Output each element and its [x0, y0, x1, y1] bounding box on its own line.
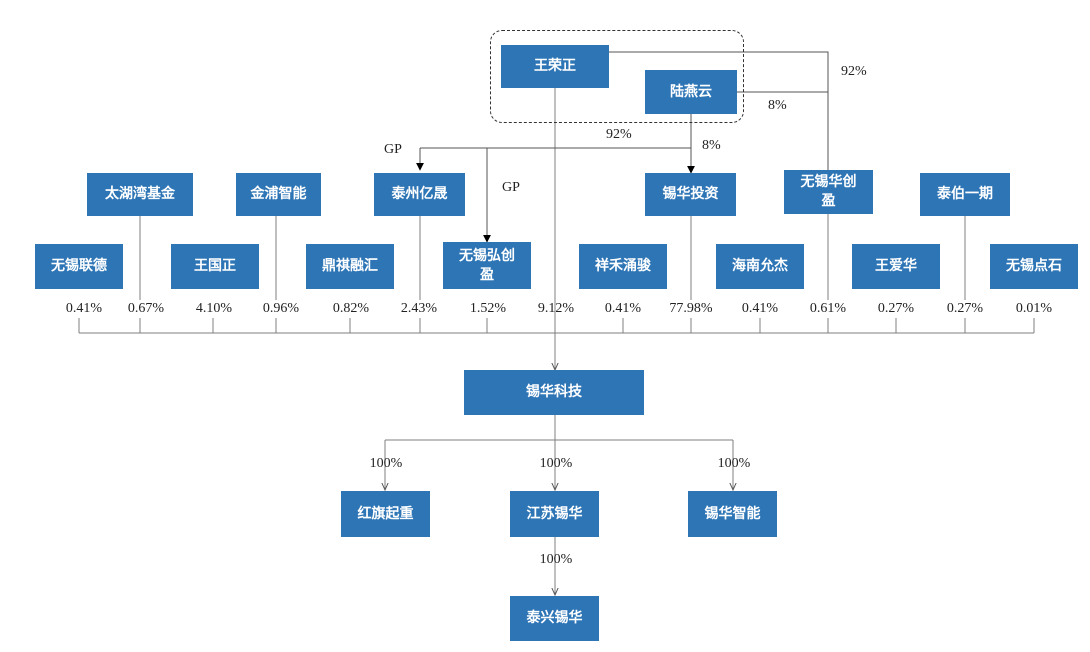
pct-xihua-investment: 77.98% — [669, 301, 713, 316]
node-wuxi-dianshi: 无锡点石 — [990, 244, 1078, 289]
pct-hainan: 0.41% — [741, 301, 779, 316]
node-taizhou-yisheng: 泰州亿晟 — [374, 173, 465, 216]
label-gp-taizhou: GP — [384, 142, 402, 157]
node-wuxi-hongchuangying: 无锡弘创 盈 — [443, 242, 531, 289]
label-lu-to-xihua-pct: 8% — [702, 138, 721, 153]
node-taihuwan-fund: 太湖湾基金 — [87, 173, 193, 216]
pct-wang-aihua: 0.27% — [877, 301, 915, 316]
pct-dingqi: 0.82% — [332, 301, 370, 316]
node-xianghe-yongjun: 祥禾涌骏 — [579, 244, 667, 289]
node-hainan-yunjie: 海南允杰 — [716, 244, 804, 289]
node-jiangsu-xihua: 江苏锡华 — [510, 491, 599, 537]
label-wang-to-xihua-pct: 92% — [606, 127, 632, 142]
node-wang-rongzheng: 王荣正 — [501, 45, 609, 88]
node-taixing-xihua: 泰兴锡华 — [510, 596, 599, 641]
pct-taibo: 0.27% — [946, 301, 984, 316]
label-gp-hongchuang: GP — [502, 180, 520, 195]
node-hongqi-crane: 红旗起重 — [341, 491, 430, 537]
pct-wuxi-hongchuang: 1.52% — [469, 301, 507, 316]
pct-xianghe: 0.41% — [604, 301, 642, 316]
node-wang-aihua: 王爱华 — [852, 244, 940, 289]
label-lu-to-huachuang-pct: 8% — [768, 98, 787, 113]
node-wang-guozheng: 王国正 — [171, 244, 259, 289]
pct-wuxi-huachuang: 0.61% — [809, 301, 847, 316]
label-wang-to-huachuang-pct: 92% — [841, 64, 867, 79]
pct-wuxi-dianshi: 0.01% — [1015, 301, 1053, 316]
node-jinpu: 金浦智能 — [236, 173, 321, 216]
controller-group-frame — [490, 30, 744, 123]
node-wuxi-huachuangying: 无锡华创 盈 — [784, 170, 873, 214]
node-wuxi-liande: 无锡联德 — [35, 244, 123, 289]
pct-taihuwan: 0.67% — [127, 301, 165, 316]
pct-xihua-smart: 100% — [717, 456, 751, 471]
node-xihua-smart: 锡华智能 — [688, 491, 777, 537]
pct-jinpu: 0.96% — [262, 301, 300, 316]
node-xihua-investment: 锡华投资 — [645, 173, 736, 216]
pct-hongqi: 100% — [369, 456, 403, 471]
pct-wuxi-liande: 0.41% — [65, 301, 103, 316]
pct-wang-rongzheng: 9.12% — [537, 301, 575, 316]
pct-jiangsu: 100% — [539, 456, 573, 471]
node-lu-yanyun: 陆燕云 — [645, 70, 737, 114]
node-xihua-technology: 锡华科技 — [464, 370, 644, 415]
node-taibo-phase1: 泰伯一期 — [920, 173, 1010, 216]
pct-taizhou-yisheng: 2.43% — [400, 301, 438, 316]
pct-wang-guozheng: 4.10% — [195, 301, 233, 316]
pct-taixing: 100% — [539, 552, 573, 567]
node-dingqi-ronghui: 鼎祺融汇 — [306, 244, 394, 289]
